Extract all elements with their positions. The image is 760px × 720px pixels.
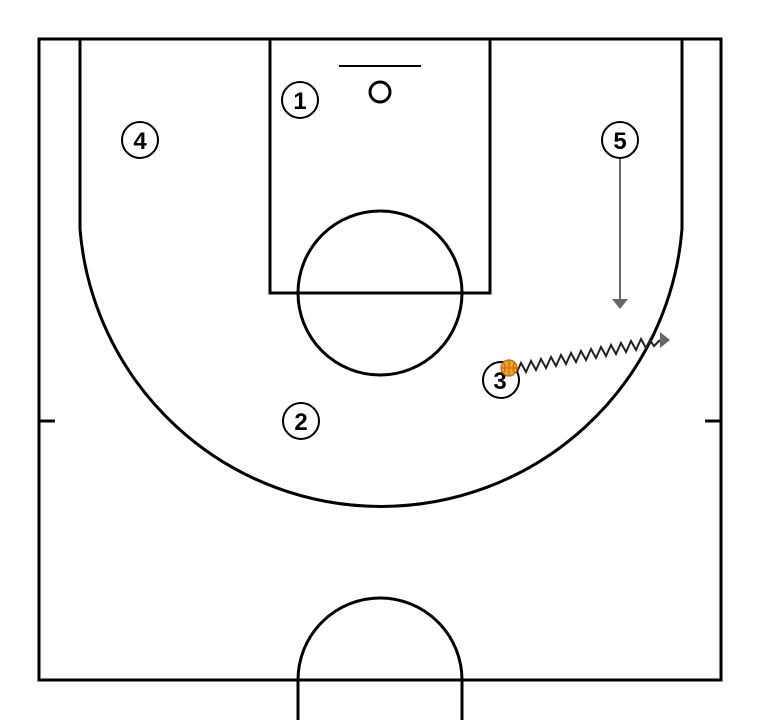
cut-arrow-player-5: [612, 158, 628, 309]
player-2-label: 2: [294, 409, 307, 436]
player-4-label: 4: [133, 128, 147, 155]
player-5[interactable]: 5: [601, 121, 639, 159]
player-4[interactable]: 4: [121, 121, 159, 159]
basketball-icon: [500, 359, 518, 377]
three-point-line: [78, 39, 684, 508]
player-1-label: 1: [293, 88, 306, 115]
player-2[interactable]: 2: [282, 402, 320, 440]
player-1[interactable]: 1: [281, 81, 319, 119]
free-throw-circle: [296, 209, 464, 377]
hoop: [368, 80, 392, 104]
center-circle: [296, 596, 464, 720]
dribble-path-player-3: [515, 332, 670, 375]
key: [268, 37, 492, 295]
player-3-label: 3: [493, 368, 506, 395]
player-5-label: 5: [613, 128, 626, 155]
